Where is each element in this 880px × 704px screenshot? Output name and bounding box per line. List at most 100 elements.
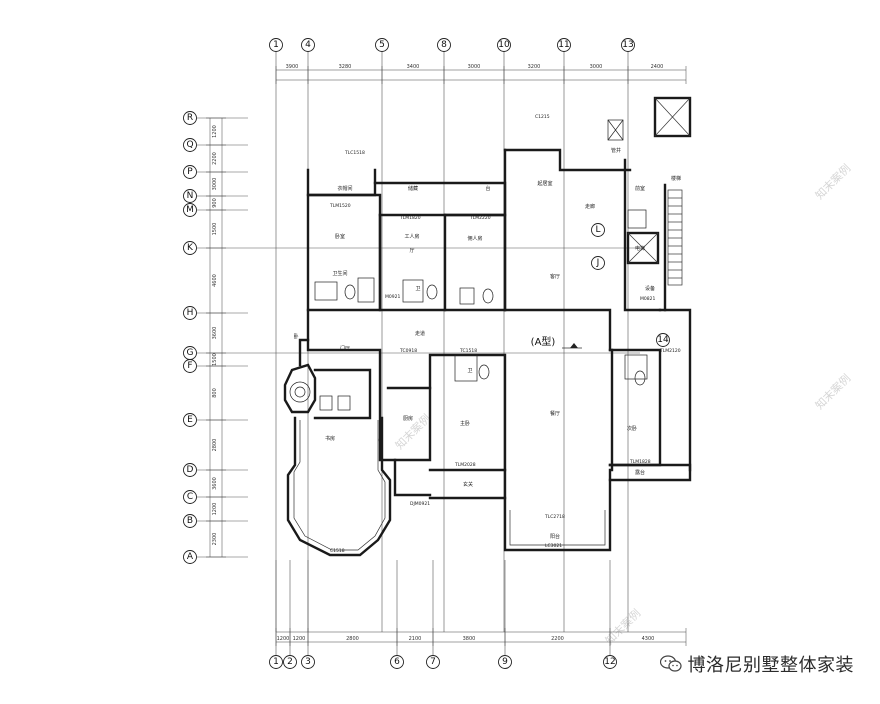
grid-bubble-left: B [183, 514, 197, 528]
room-label: 卧 [293, 333, 298, 340]
dimension-label: 2100 [409, 636, 422, 642]
dimension-label: 3600 [212, 327, 218, 340]
grid-bubble-top: 8 [437, 38, 451, 52]
room-label: 工人房 [404, 233, 419, 240]
grid-bubble-bottom: 1 [269, 655, 283, 669]
svg-text:R: R [187, 113, 193, 123]
grid-bubble-bottom: 7 [426, 655, 440, 669]
grid-bubble-top: 11 [557, 38, 571, 52]
code-note: TLC1518 [344, 150, 365, 156]
room-label: 客厅 [550, 273, 560, 280]
dimension-label: 3000 [212, 178, 218, 191]
svg-text:6: 6 [394, 657, 400, 667]
grid-bubble-bottom: 6 [390, 655, 404, 669]
dimension-label: 1200 [212, 125, 218, 138]
dimension-label: 3000 [590, 64, 603, 70]
room-label: 走道 [415, 330, 425, 337]
plan-type-label: (A型) [531, 335, 556, 348]
grid-bubble-left: K [183, 241, 197, 255]
watermark-text: 知末案例 [812, 371, 853, 412]
dimension-label: 1200 [277, 636, 290, 642]
room-label: 楼梯 [671, 175, 681, 182]
dimension-label: 3000 [468, 64, 481, 70]
walls [283, 96, 692, 557]
svg-text:Q: Q [186, 140, 193, 150]
grid-bubble-inner: J [591, 256, 605, 270]
dimension-label: 2400 [651, 64, 664, 70]
dimension-label: 2200 [212, 152, 218, 165]
code-note: TLC2718 [544, 514, 565, 520]
room-label: 卧室 [335, 233, 345, 240]
grid-bubble-top: 4 [301, 38, 315, 52]
watermark-text: 知末案例 [812, 161, 853, 202]
dimension-label: 800 [212, 388, 218, 398]
code-note: M0921 [385, 294, 400, 300]
room-label: 前室 [635, 185, 645, 192]
code-note: TLM1520 [329, 203, 351, 209]
grid-bubble-top: 1 [269, 38, 283, 52]
dimension-label: 4300 [642, 636, 655, 642]
room-label: 厅 [409, 248, 414, 254]
dimension-label: 3280 [339, 64, 352, 70]
room-label: 台 [485, 185, 490, 192]
grid-bubble-left: N [183, 189, 197, 203]
svg-text:1: 1 [273, 657, 279, 667]
grid-bubble-bottom: 12 [603, 655, 617, 669]
code-note: M0821 [640, 296, 655, 302]
dimension-label: 2800 [212, 439, 218, 452]
svg-text:1: 1 [273, 40, 279, 50]
watermark-text: 知末案例 [602, 606, 643, 647]
room-label: 餐厅 [550, 410, 560, 417]
grid-bubble-top: 13 [621, 38, 635, 52]
svg-text:12: 12 [604, 657, 615, 667]
room-label: 衣帽间 [337, 185, 352, 192]
room-label: 储藏 [408, 185, 418, 192]
room-label: 阳台 [550, 533, 560, 540]
svg-text:3: 3 [305, 657, 311, 667]
room-label: 管井 [611, 147, 621, 154]
svg-text:H: H [187, 308, 194, 318]
code-note: TC0918 [399, 348, 417, 354]
room-label: 书房 [325, 435, 335, 442]
grid-bubble-top: 10 [497, 38, 511, 52]
grid-bubble-inner: L [591, 223, 605, 237]
dimension-label: 2200 [551, 636, 564, 642]
room-label: 卫 [415, 286, 420, 292]
room-label: 露台 [635, 469, 645, 476]
svg-text:F: F [187, 361, 192, 371]
svg-text:5: 5 [379, 40, 385, 50]
dimension-label: 1500 [212, 223, 218, 236]
code-note: TLM1820 [399, 215, 421, 221]
room-label: 卫 [467, 368, 472, 374]
svg-text:M: M [186, 205, 194, 215]
svg-text:L: L [595, 225, 600, 235]
svg-text:P: P [187, 167, 193, 177]
brand-name: 博洛尼别墅整体家装 [687, 655, 854, 676]
brand-badge: 博洛尼别墅整体家装 [659, 651, 855, 677]
code-note: C1215 [535, 114, 550, 120]
grid-bubble-bottom: 3 [301, 655, 315, 669]
code-note: TLM2220 [469, 215, 491, 221]
code-note: C1518 [330, 548, 345, 554]
dimension-label: 4600 [212, 274, 218, 287]
svg-text:14: 14 [657, 335, 669, 345]
grid-bubble-left: C [183, 490, 197, 504]
grid-lines [197, 52, 640, 655]
room-labels: 卧室 卫生间 走道 储藏 客厅 餐厅 主卧 阳台 厨房 衣帽间 书房 电梯 楼梯… [293, 147, 681, 540]
svg-text:2: 2 [287, 657, 293, 667]
code-note: TLM2028 [454, 462, 476, 468]
dimension-label: 1200 [293, 636, 306, 642]
grid-bubble-left: M [183, 203, 197, 217]
dimension-label: 3600 [212, 477, 218, 490]
room-label: 电梯 [635, 245, 645, 252]
room-label: 走廊 [585, 203, 595, 210]
svg-text:K: K [187, 243, 194, 253]
code-note: TLM1828 [629, 459, 651, 465]
room-label: 起居室 [537, 180, 552, 187]
svg-text:10: 10 [498, 40, 510, 50]
svg-text:7: 7 [430, 657, 436, 667]
door-window-codes: TLM1520 TLM1820 TLM2220 TLM2028 TLM1828 … [329, 114, 681, 554]
